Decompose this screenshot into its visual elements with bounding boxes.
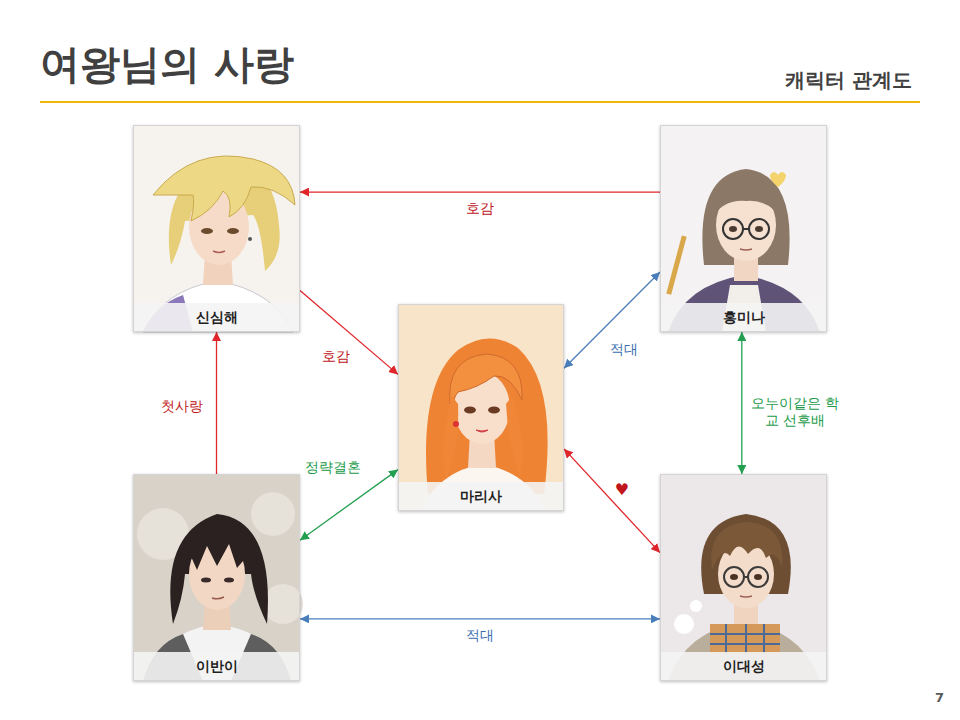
bubble <box>674 614 694 634</box>
relation-arrow <box>300 618 660 619</box>
earring <box>248 237 252 241</box>
fringe <box>179 518 257 584</box>
title-rule <box>40 101 920 103</box>
pencil <box>666 236 686 295</box>
fringe <box>711 522 782 570</box>
relation-label-holder: 적대 <box>464 627 496 645</box>
portrait-ground <box>660 474 827 681</box>
fringe <box>450 354 522 404</box>
mouth <box>212 597 224 599</box>
character-card: 홍미나 <box>660 125 827 332</box>
glasses <box>724 567 744 587</box>
page-number: 7 <box>935 690 944 706</box>
slide-title: 여왕님의 사랑 <box>40 40 294 88</box>
portrait-ground <box>660 125 827 332</box>
relation-label-holder: 호감 <box>464 200 496 218</box>
eye <box>201 578 211 583</box>
relation-label-holder: 적대 <box>608 341 640 359</box>
relation-label-holder: 호감 <box>320 348 352 366</box>
glasses-bridge <box>744 576 748 578</box>
bubble <box>251 492 295 536</box>
relation-label: 호감 <box>320 348 352 366</box>
scarf-check <box>710 624 780 654</box>
lips <box>476 430 488 432</box>
portrait-glasses-girl <box>660 125 827 332</box>
eye <box>730 574 738 580</box>
hair <box>170 514 268 624</box>
portrait-dark-haired-man <box>133 474 303 681</box>
eye <box>227 228 239 234</box>
relation-label-holder: 오누이같은 학교 선후배 <box>747 395 843 430</box>
relation-arrow <box>564 449 660 553</box>
lock <box>506 396 523 480</box>
subtitle-holder: 캐릭터 관계도 <box>785 68 912 93</box>
bubble <box>263 584 303 624</box>
portrait-ground <box>133 125 300 332</box>
glasses <box>749 219 769 239</box>
eye <box>201 228 213 234</box>
eye <box>224 578 234 583</box>
character-card: 마리사 <box>398 304 564 511</box>
page-number-holder: 7 <box>935 690 944 706</box>
relation-arrow <box>741 332 742 474</box>
relation-arrow <box>300 291 398 375</box>
eye <box>464 407 476 414</box>
title-holder: 여왕님의 사랑 <box>40 40 294 88</box>
relation-label-holder: 정략결혼 <box>303 459 363 477</box>
relation-label: 첫사랑 <box>159 398 205 416</box>
character-name: 이대성 <box>661 652 826 680</box>
character-card: 이대성 <box>660 474 827 681</box>
relation-arrow <box>564 272 660 368</box>
bubble <box>690 600 702 612</box>
character-name: 이반이 <box>134 652 299 680</box>
eye <box>729 226 737 232</box>
portrait-glasses-boy <box>660 474 827 681</box>
relation-label: ♥ <box>613 480 631 500</box>
character-name: 신심해 <box>134 303 299 331</box>
relation-label: 오누이같은 학교 선후배 <box>747 395 843 430</box>
mouth <box>740 249 752 250</box>
character-card: 이반이 <box>133 474 300 681</box>
relation-label: 정략결혼 <box>303 459 363 477</box>
eye <box>755 226 763 232</box>
subtitle: 캐릭터 관계도 <box>785 68 912 93</box>
character-card: 신심해 <box>133 125 300 332</box>
relation-arrow <box>216 332 217 474</box>
fringe <box>153 156 295 221</box>
earring <box>453 421 459 427</box>
relation-label: 호감 <box>464 200 496 218</box>
mouth <box>740 596 752 597</box>
relation-arrow <box>300 470 398 541</box>
relation-arrow <box>300 191 660 192</box>
glasses-bridge <box>743 228 749 230</box>
glasses <box>748 567 768 587</box>
mouth <box>213 251 225 253</box>
relation-label-holder: 첫사랑 <box>159 398 205 416</box>
eye <box>488 407 500 414</box>
fringe <box>710 175 782 221</box>
glasses <box>723 219 743 239</box>
lock <box>443 396 458 480</box>
heart-pin <box>770 172 786 187</box>
eye <box>754 574 762 580</box>
portrait-blond-man <box>133 125 300 332</box>
relation-label: 적대 <box>608 341 640 359</box>
hair <box>702 169 789 265</box>
portrait-red-haired-woman <box>398 304 564 511</box>
relation-label: 적대 <box>464 627 496 645</box>
scarf <box>710 624 780 654</box>
character-name: 홍미나 <box>661 303 826 331</box>
relation-label-holder: ♥ <box>613 480 631 500</box>
portrait-ground <box>398 304 564 511</box>
character-name: 마리사 <box>399 482 563 510</box>
portrait-ground <box>133 474 300 681</box>
